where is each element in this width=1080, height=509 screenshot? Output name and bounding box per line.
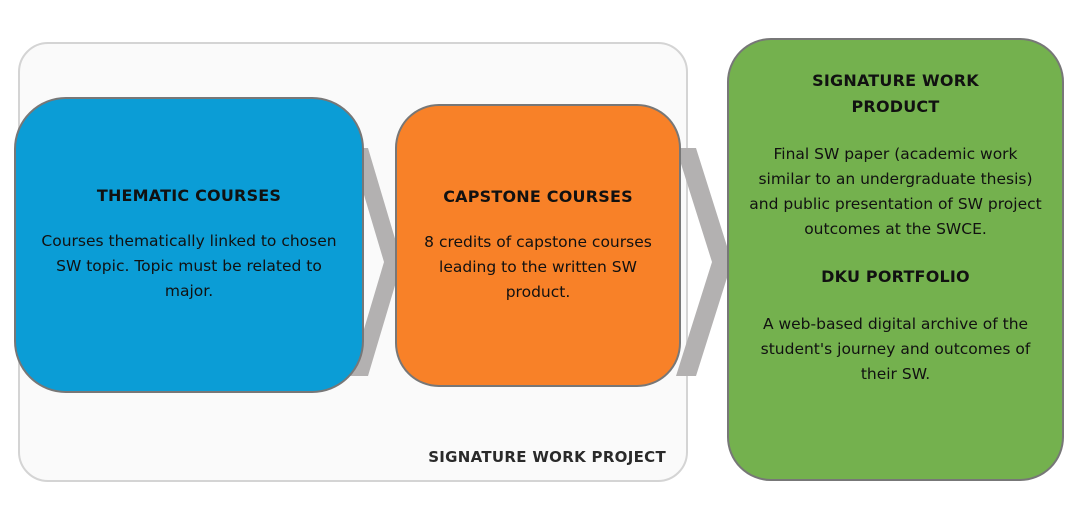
capstone-courses-title: CAPSTONE COURSES bbox=[443, 186, 633, 206]
capstone-courses-description: 8 credits of capstone courses leading to… bbox=[424, 232, 652, 301]
connector-arrow-1 bbox=[350, 148, 402, 376]
signature-work-project-label: SIGNATURE WORK PROJECT bbox=[428, 448, 666, 466]
dku-portfolio-description: A web-based digital archive of the stude… bbox=[760, 315, 1031, 383]
connector-arrow-2 bbox=[676, 148, 732, 376]
thematic-courses-title: THEMATIC COURSES bbox=[96, 186, 282, 205]
dku-portfolio-title: DKU PORTFOLIO bbox=[821, 267, 970, 286]
capstone-courses-box: CAPSTONE COURSES 8 credits of capstone c… bbox=[395, 104, 681, 387]
thematic-courses-description: Courses thematically linked to chosen SW… bbox=[41, 232, 337, 300]
thematic-courses-box: THEMATIC COURSES Courses thematically li… bbox=[14, 97, 364, 393]
signature-work-product-title: SIGNATURE WORK PRODUCT bbox=[812, 71, 979, 116]
signature-work-product-description: Final SW paper (academic work similar to… bbox=[749, 145, 1042, 238]
signature-work-product-box: SIGNATURE WORK PRODUCT Final SW paper (a… bbox=[727, 38, 1064, 481]
